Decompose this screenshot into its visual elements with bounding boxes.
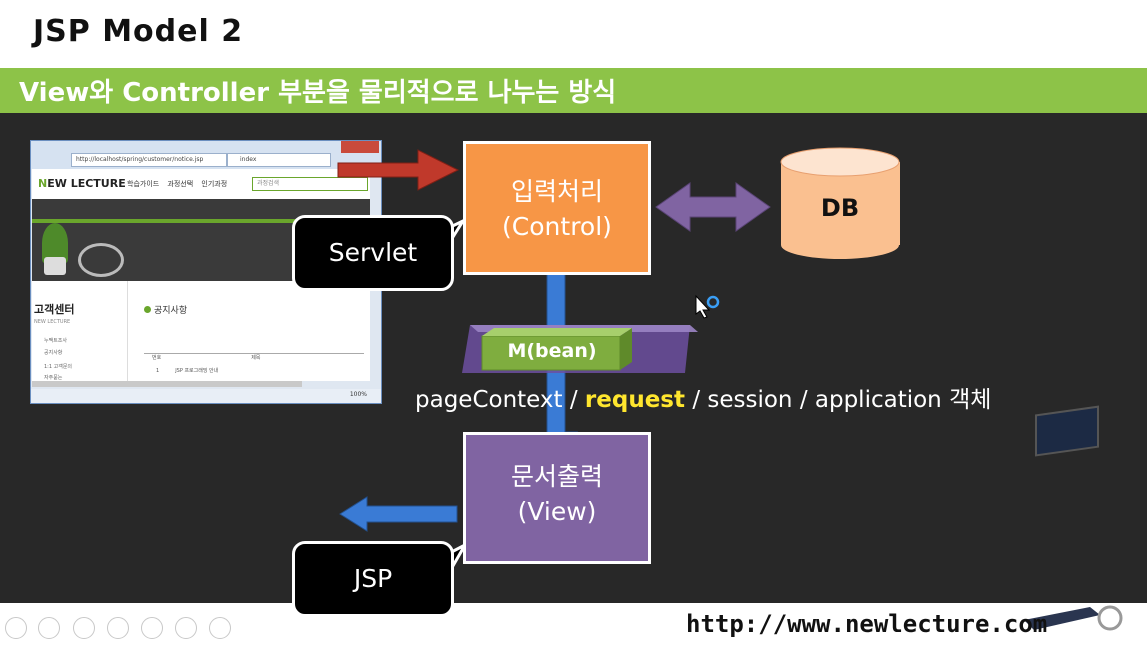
sidebar-item: 누맥트조사 [44,338,68,344]
scope-request: request [584,387,685,413]
sidebar-subtitle: NEW LECTURE [34,319,71,325]
sidebar-item: 자주묻는 [44,375,63,381]
plant-image [42,223,68,263]
computer-illustration [1024,405,1123,631]
scope-page-context: pageContext [415,387,563,413]
view-title: 문서출력 [510,462,603,491]
site-search: 과정검색 [252,177,368,191]
more-options-icon[interactable] [209,617,231,639]
slides-icon[interactable] [107,617,129,639]
scope-suffix: 객체 [949,387,992,413]
browser-tab: index [227,153,331,167]
control-subtitle: (Control) [502,212,612,241]
sidebar-item: 1:1 고객문의 [44,364,73,370]
db-label: DB [820,194,860,222]
window-close-icon [341,141,379,153]
browser-status-bar: 100% [31,389,381,403]
bullet-icon [144,306,151,313]
sidebar-item: 공지사항 [44,350,63,356]
separator: / [692,387,701,413]
browser-titlebar: http://localhost/spring/customer/notice.… [31,141,381,169]
servlet-callout: Servlet [292,215,454,291]
response-arrow [339,496,458,532]
pot-image [44,257,66,275]
pen-icon[interactable] [73,617,95,639]
control-box: 입력처리 (Control) [463,141,651,275]
view-box: 문서출력 (View) [463,432,651,564]
browser-address-bar: http://localhost/spring/customer/notice.… [71,153,227,167]
slide-subtitle: View와 Controller 부분을 물리적으로 나누는 방식 [19,78,617,108]
banner-stripe [32,219,370,223]
scope-objects-text: pageContext / request / session / applic… [415,380,991,414]
bean-box [481,328,632,371]
prev-slide-button[interactable] [5,617,27,639]
headset-image [78,243,124,277]
site-sidebar: 고객센터 NEW LECTURE 누맥트조사 공지사항 1:1 고객문의 자주묻… [32,281,128,381]
control-title: 입력처리 [510,177,603,206]
view-subtitle: (View) [517,497,597,526]
next-slide-button[interactable] [38,617,60,639]
db-cylinder [780,147,900,259]
db-double-arrow [655,182,771,232]
zoom-icon[interactable] [141,617,163,639]
subtitles-icon[interactable] [175,617,197,639]
separator: / [799,387,808,413]
scope-session: session [707,387,793,413]
site-content: 고객센터 NEW LECTURE 누맥트조사 공지사항 1:1 고객문의 자주묻… [32,281,370,381]
site-logo: NEW LECTURE [38,177,126,190]
jsp-callout: JSP [292,541,454,617]
busy-indicator [706,295,720,309]
notice-heading: 공지사항 [144,303,187,316]
scope-application: application [814,387,942,413]
separator: / [569,387,578,413]
site-menu: 학습가이드 과정선택 인기과정 [127,180,228,188]
footer-url: http://www.newlecture.com [686,610,1048,638]
sidebar-title: 고객센터 [34,303,75,316]
request-arrow [337,149,460,191]
bean-label: M(bean) [507,340,597,362]
cursor-icon [695,294,711,319]
subtitle-bar [0,68,1147,113]
horizontal-scrollbar [32,381,302,387]
site-nav: NEW LECTURE 학습가이드 과정선택 인기과정 과정검색 [32,169,370,199]
slide-title: JSP Model 2 [33,14,244,49]
